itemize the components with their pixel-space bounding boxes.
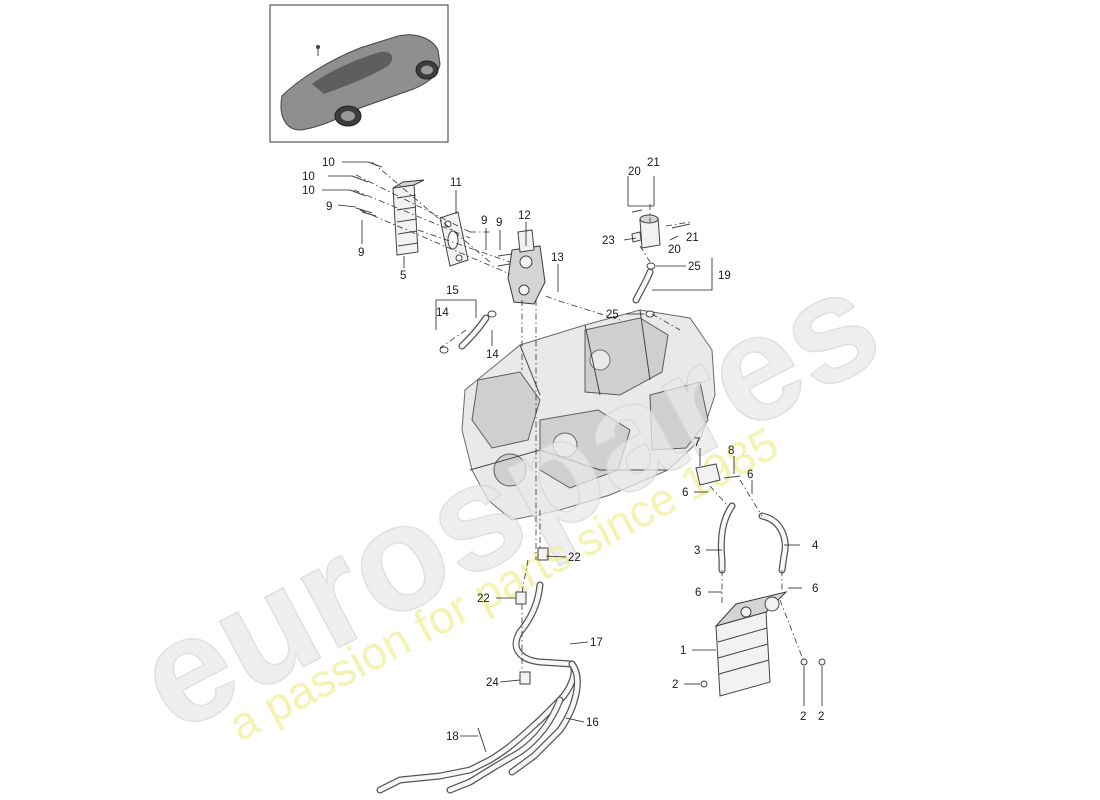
car-thumbnail <box>269 4 449 143</box>
callout-20a: 20 <box>628 166 641 178</box>
callout-5: 5 <box>400 270 406 282</box>
callout-2c: 2 <box>818 711 824 723</box>
callout-14b: 14 <box>486 349 499 361</box>
watermark: eurospares a passion for parts since 198… <box>110 234 904 764</box>
callout-19: 19 <box>718 270 731 282</box>
callout-8: 8 <box>728 445 734 457</box>
callout-25a: 25 <box>688 261 701 273</box>
callout-9d: 9 <box>496 217 502 229</box>
callout-10a: 10 <box>322 157 335 169</box>
callout-17: 17 <box>590 637 603 649</box>
callout-14a: 14 <box>436 307 449 319</box>
breather-hose <box>632 262 656 318</box>
callout-2b: 2 <box>800 711 806 723</box>
coolant-pipes <box>376 547 581 794</box>
oil-cooler-lower <box>700 591 826 697</box>
callout-16: 16 <box>586 717 599 729</box>
leader-lines <box>322 161 823 737</box>
filter-housing <box>497 229 546 305</box>
watermark-brand: eurospares <box>111 235 904 763</box>
callout-2a: 2 <box>672 679 678 691</box>
hose-4 <box>758 512 789 574</box>
callout-23: 23 <box>602 235 615 247</box>
callouts: 10 10 10 9 9 5 11 9 9 12 13 15 14 14 21 … <box>302 157 824 743</box>
assembly-lines <box>353 161 805 672</box>
callout-21b: 21 <box>686 232 699 244</box>
callout-20b: 20 <box>668 244 681 256</box>
callout-3: 3 <box>694 545 700 557</box>
callout-6c: 6 <box>695 587 701 599</box>
callout-22b: 22 <box>477 593 490 605</box>
bolts-upper <box>349 161 383 217</box>
callout-25b: 25 <box>606 309 619 321</box>
callout-11: 11 <box>450 177 462 189</box>
callout-10b: 10 <box>302 171 315 183</box>
callout-9a: 9 <box>326 201 332 213</box>
engine-block <box>461 309 716 521</box>
callout-13: 13 <box>551 252 564 264</box>
callout-7: 7 <box>694 437 700 449</box>
callout-18: 18 <box>446 731 459 743</box>
callout-12: 12 <box>518 210 531 222</box>
connecting-pipe <box>439 310 497 354</box>
callout-24: 24 <box>486 677 499 689</box>
reservoir-cap <box>631 209 691 249</box>
callout-6a: 6 <box>682 487 688 499</box>
callout-21a: 21 <box>647 157 660 169</box>
callout-4: 4 <box>812 540 819 552</box>
hose-3 <box>717 502 736 574</box>
callout-15: 15 <box>446 285 459 297</box>
callout-22a: 22 <box>568 552 581 564</box>
callout-1: 1 <box>680 645 686 657</box>
oil-cooler-upper <box>392 179 425 256</box>
callout-10c: 10 <box>302 185 315 197</box>
callout-6d: 6 <box>812 583 818 595</box>
callout-9c: 9 <box>481 215 487 227</box>
bracket <box>695 463 741 486</box>
callout-9b: 9 <box>358 247 364 259</box>
callout-6b: 6 <box>747 469 753 481</box>
